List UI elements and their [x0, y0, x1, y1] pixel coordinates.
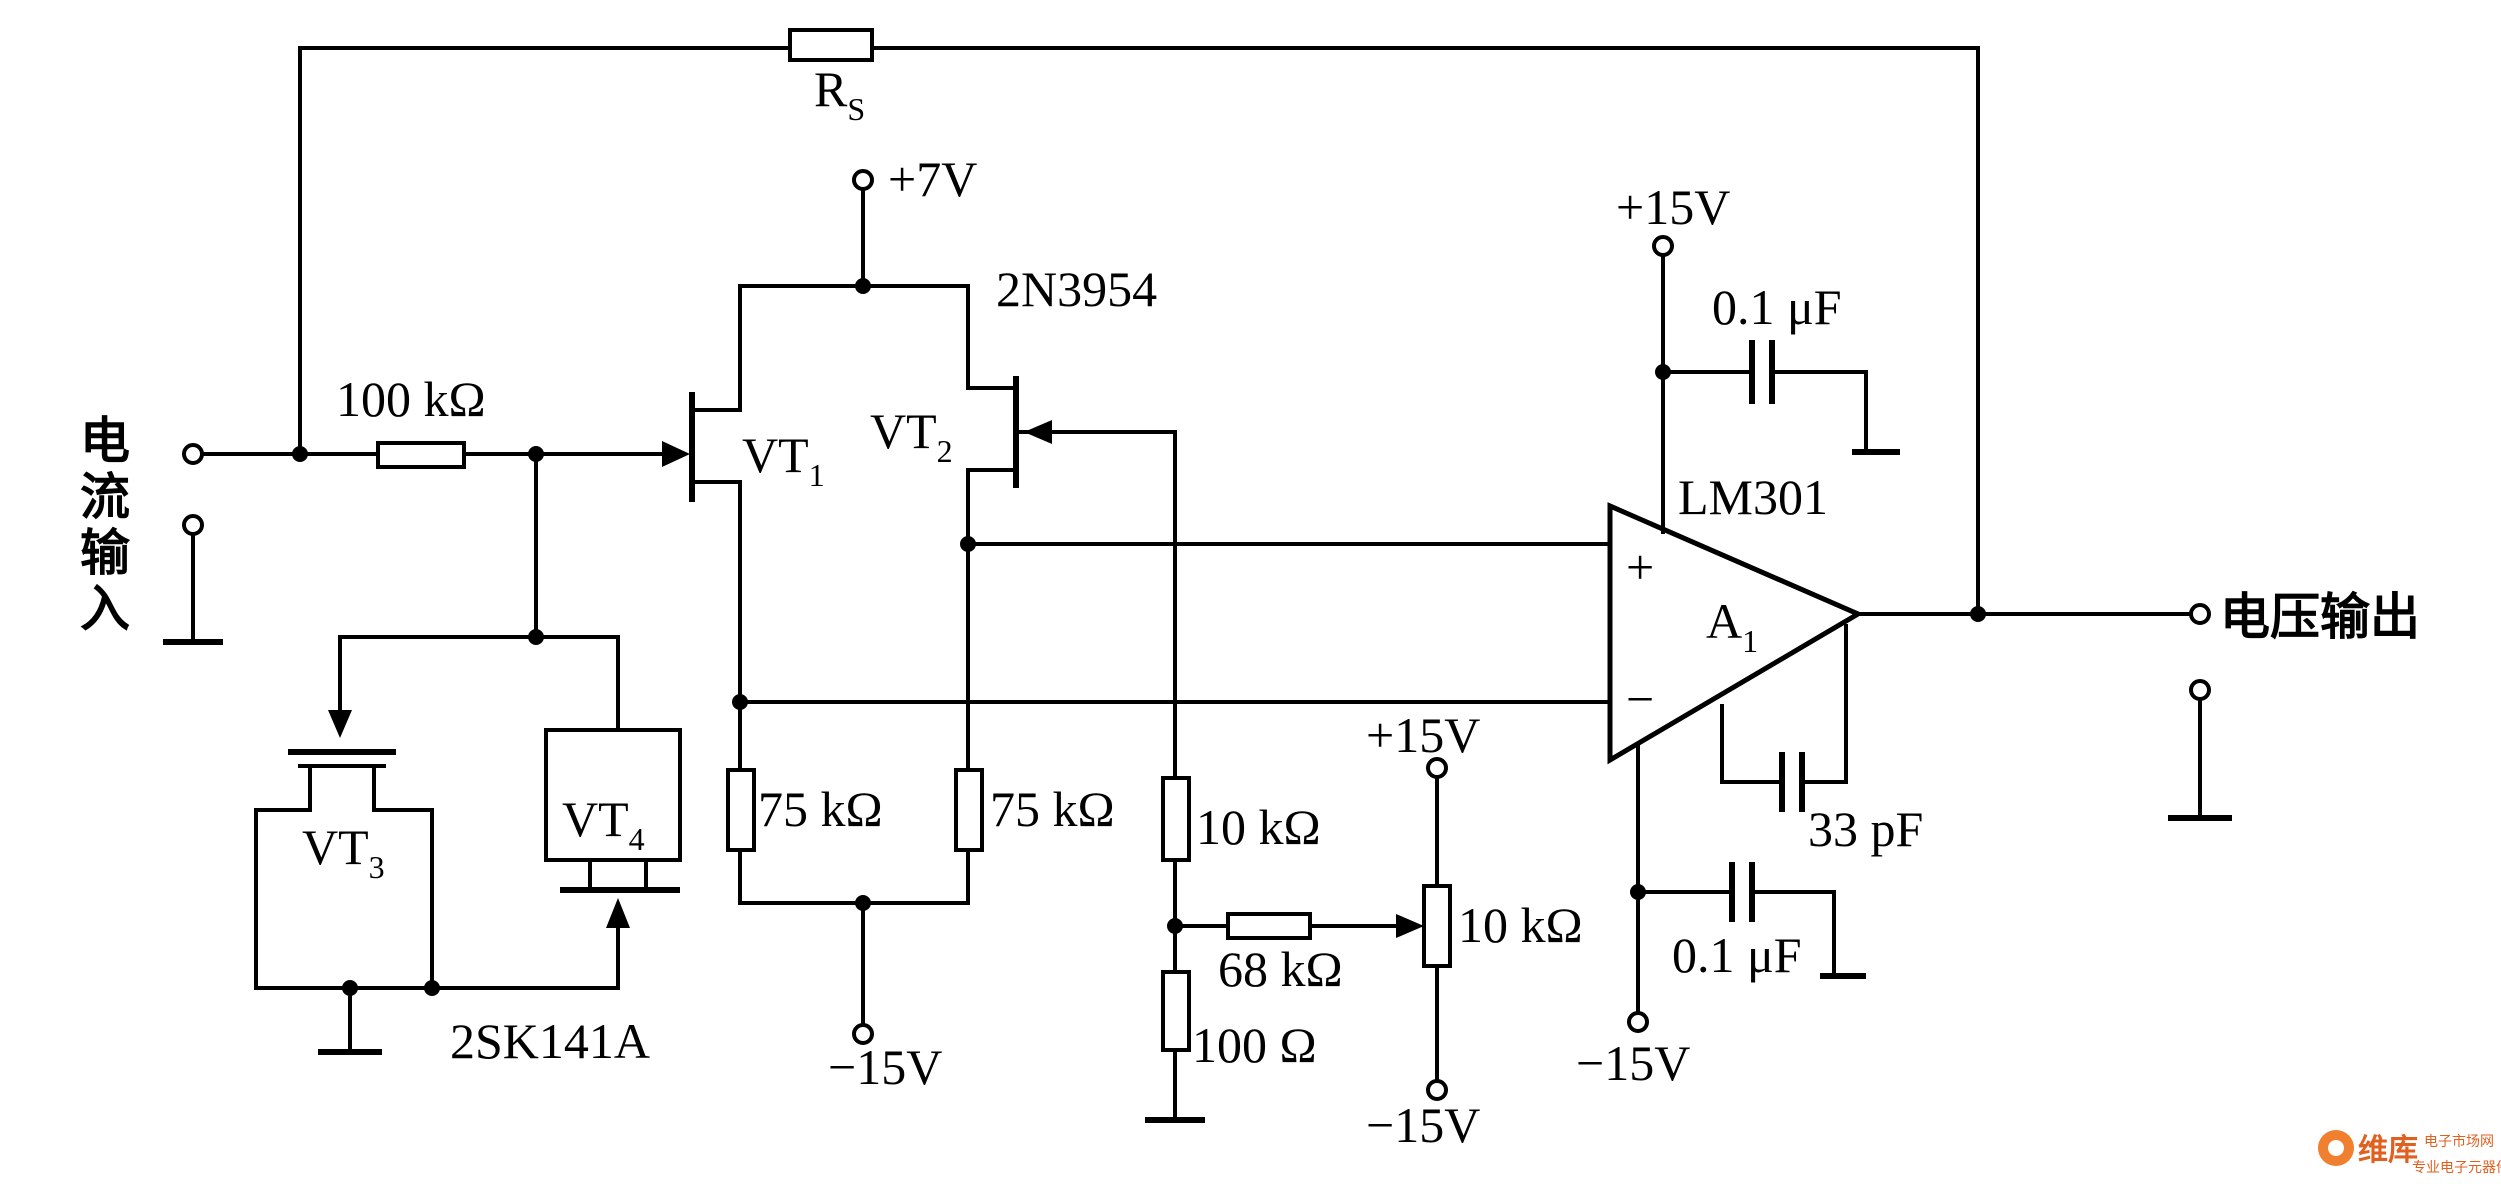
resistor-100ohm-label: 100 Ω — [1192, 1017, 1317, 1073]
vt4-label: VT4 — [562, 791, 645, 857]
vt1-label: VT1 — [742, 427, 825, 493]
vdd-label: +7V — [888, 151, 977, 207]
opamp-compensation — [1720, 624, 1848, 812]
svg-text:流: 流 — [80, 468, 130, 526]
opamp-input-wires — [738, 542, 1612, 704]
opamp-supply-negative — [1627, 742, 1866, 1033]
jfet-vt1 — [689, 392, 742, 772]
input-wire — [200, 441, 690, 639]
resistor-75k-right-label: 75 kΩ — [990, 781, 1115, 837]
diff-pair-bottom — [738, 848, 970, 1045]
svg-text:电子市场网: 电子市场网 — [2424, 1133, 2494, 1150]
opamp-a1 — [1607, 502, 1864, 765]
resistor-75k-right — [954, 768, 984, 852]
svg-text:电: 电 — [80, 412, 130, 470]
offset-network — [1145, 858, 1424, 1123]
resistor-10k — [1161, 776, 1191, 862]
resistor-100k-label: 100 kΩ — [336, 371, 486, 427]
vss-diff-label: −15V — [828, 1039, 942, 1095]
current-input-terminals — [163, 443, 223, 645]
pot-bottom-supply-label: −15V — [1366, 1097, 1480, 1153]
cap-top-label: 0.1 μF — [1712, 279, 1842, 335]
vt3-label: VT3 — [302, 819, 385, 885]
current-input-label: 电 流 输 入 — [80, 412, 131, 638]
opamp-minus-label: − — [1626, 671, 1654, 727]
voltage-output — [1856, 603, 2232, 821]
pot-value-label: 10 kΩ — [1458, 897, 1583, 953]
voltage-output-label: 电压输出 — [2220, 588, 2420, 646]
resistor-100ohm — [1161, 970, 1191, 1052]
opamp-vplus-label: +15V — [1616, 179, 1730, 235]
vt34-part-label: 2SK141A — [450, 1013, 650, 1069]
resistor-100k-input — [376, 441, 466, 469]
resistor-10k-label: 10 kΩ — [1196, 799, 1321, 855]
resistor-75k-left — [726, 768, 756, 852]
pot-top-supply-label: +15V — [1366, 707, 1480, 763]
opamp-part-label: LM301 — [1678, 469, 1828, 525]
jfet-part-label: 2N3954 — [996, 261, 1157, 317]
resistor-68k — [1226, 912, 1312, 940]
opamp-supply-positive — [1652, 235, 1900, 534]
svg-text:入: 入 — [80, 580, 130, 638]
opamp-plus-label: + — [1626, 539, 1654, 595]
cap-comp-label: 33 pF — [1808, 801, 1923, 857]
junction-dots — [292, 278, 1986, 996]
jfet-vt2 — [966, 350, 1177, 780]
svg-text:维库: 维库 — [2358, 1133, 2418, 1168]
vt2-label: VT2 — [870, 403, 953, 469]
vt3-vt4-protection — [254, 635, 682, 1055]
svg-text:专业电子元器件交易网站: 专业电子元器件交易网站 — [2412, 1159, 2501, 1176]
svg-text:输: 输 — [80, 524, 131, 582]
rs-label: RS — [814, 61, 865, 127]
opamp-name-label: A1 — [1706, 593, 1758, 659]
opamp-vminus-label: −15V — [1576, 1035, 1690, 1091]
cap-bottom-label: 0.1 μF — [1672, 927, 1802, 983]
potentiometer-10k — [1422, 757, 1452, 1101]
resistor-75k-left-label: 75 kΩ — [758, 781, 883, 837]
watermark-logo: 维库 电子市场网 专业电子元器件交易网站 — [2318, 1130, 2501, 1176]
feedback-wire — [298, 46, 1980, 616]
resistor-68k-label: 68 kΩ — [1218, 941, 1343, 997]
resistor-rs — [788, 28, 874, 62]
vdd-supply — [738, 169, 970, 412]
